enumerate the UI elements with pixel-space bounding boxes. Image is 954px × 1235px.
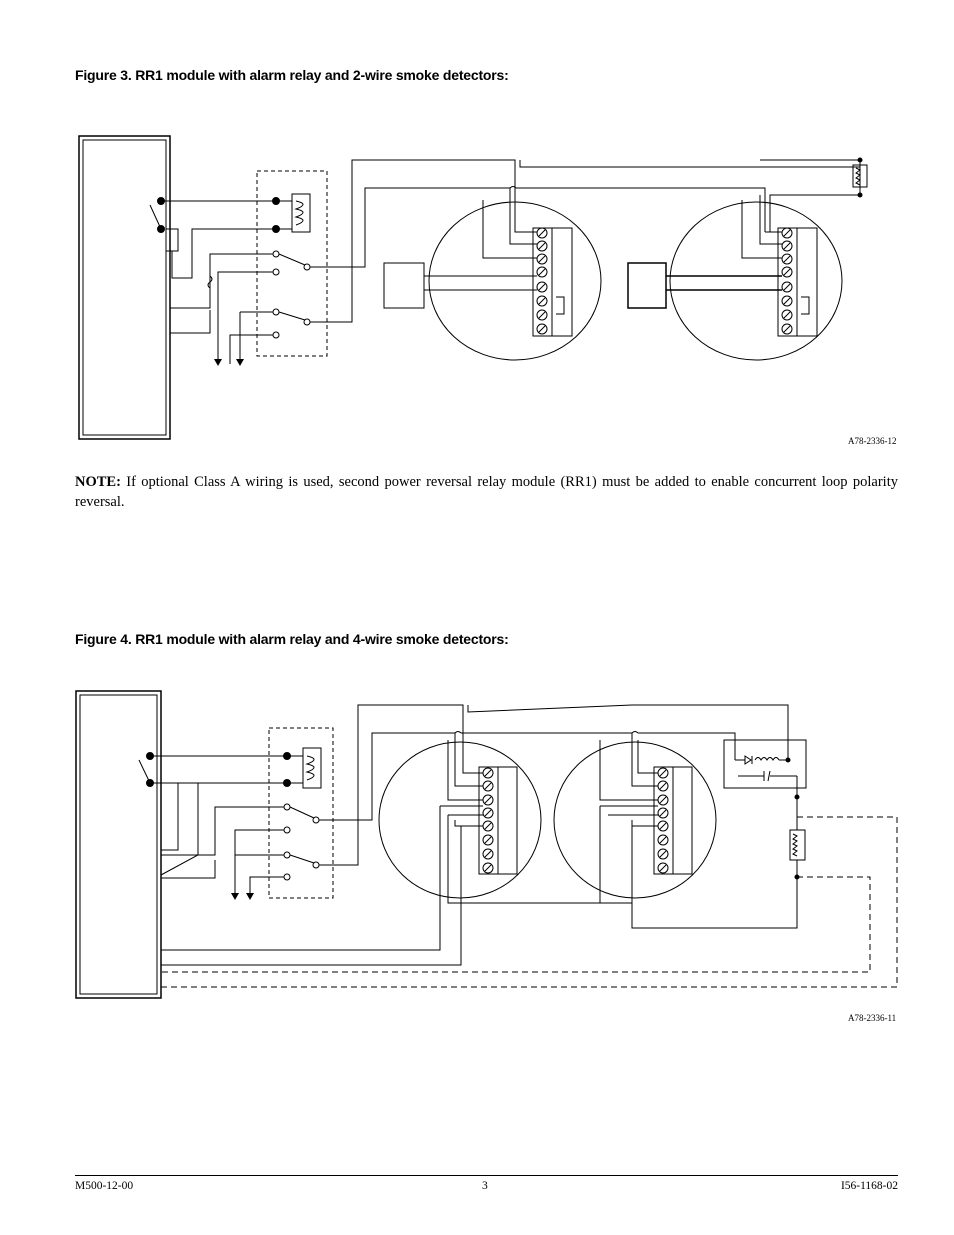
rr1-relay-contacts xyxy=(273,251,310,338)
detector-2-terminals xyxy=(782,228,792,334)
smoke-detector-1 xyxy=(384,188,601,360)
footer-page-number: 3 xyxy=(482,1180,488,1192)
panel-alarm-contact xyxy=(150,198,178,252)
control-panel xyxy=(79,136,170,439)
footer-form-number: I56-1168-02 xyxy=(840,1180,898,1192)
rr1-relay-contacts xyxy=(284,804,319,880)
note-label: NOTE: xyxy=(75,474,121,490)
rr1-relay-coil xyxy=(284,748,322,788)
smoke-detector-2 xyxy=(628,195,842,360)
detector-1-terminals xyxy=(483,768,493,873)
figure-4-id: A78-2336-11 xyxy=(848,1013,897,1023)
detector-1-terminals xyxy=(537,228,547,334)
smoke-detector-1 xyxy=(161,733,632,965)
end-of-line-resistor xyxy=(790,795,805,879)
figure-4-title: Figure 4. RR1 module with alarm relay an… xyxy=(75,631,509,647)
footer-rule xyxy=(75,1175,898,1176)
detector-2-terminals xyxy=(658,768,668,873)
note-text: If optional Class A wiring is used, seco… xyxy=(75,474,898,510)
rr1-relay-coil xyxy=(273,194,311,233)
note-paragraph: NOTE: If optional Class A wiring is used… xyxy=(75,472,898,512)
control-panel xyxy=(76,691,161,998)
figure-4-wiring-diagram xyxy=(0,680,954,1010)
footer-document-number: M500-12-00 xyxy=(75,1180,134,1192)
figure-3-id: A78-2336-12 xyxy=(848,436,897,446)
figure-3-title: Figure 3. RR1 module with alarm relay an… xyxy=(75,67,509,83)
smoke-detector-2 xyxy=(554,733,797,928)
figure-3-wiring-diagram xyxy=(0,120,954,445)
end-of-line-relay xyxy=(724,740,806,797)
panel-alarm-contact xyxy=(139,753,154,787)
